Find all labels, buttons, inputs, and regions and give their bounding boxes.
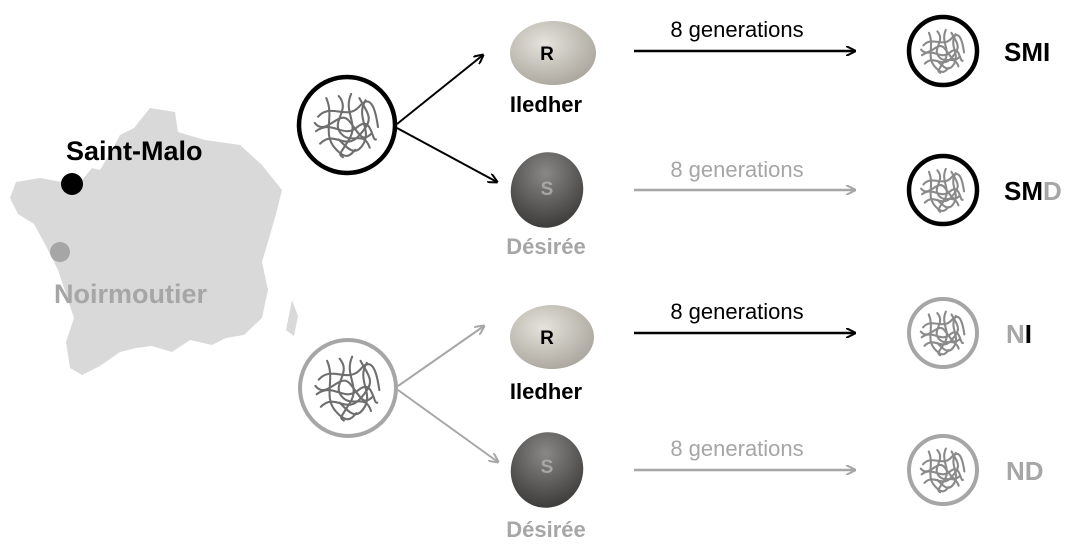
potato-s-name: Désirée — [506, 234, 586, 259]
nd-nematode-population — [907, 434, 979, 506]
potato-r-letter: R — [540, 328, 554, 349]
ni-nematode-population — [907, 297, 979, 369]
population-ring — [907, 434, 979, 506]
nematode-worm — [314, 379, 375, 402]
nematode-worm — [927, 31, 950, 73]
population-ring — [298, 338, 398, 438]
result-suffix: D — [1043, 176, 1062, 206]
branch-arrow-sm-iledher — [396, 55, 483, 125]
potato-desiree-2: S Désirée — [506, 432, 586, 542]
potato-s-name: Désirée — [506, 517, 586, 542]
nematode-worm — [935, 449, 960, 487]
nematode-worm — [313, 116, 373, 139]
nematode-worm — [325, 97, 357, 157]
noirmoutier-dot — [50, 242, 70, 262]
population-ring — [907, 297, 979, 369]
nematode-worm — [340, 355, 355, 422]
result-label-smi: SMI — [1004, 37, 1050, 67]
potato-r-shape — [510, 21, 596, 85]
potato-r-letter: R — [540, 44, 554, 65]
nematode-worm — [339, 92, 354, 159]
potato-r-shape — [510, 305, 594, 369]
france-outline — [10, 108, 282, 375]
nematode-worm — [336, 95, 371, 149]
nematode-worm — [936, 33, 957, 70]
nematode-worm — [919, 464, 962, 480]
nematode-worm — [935, 30, 960, 68]
potato-s-letter: S — [541, 457, 554, 478]
generation-arrow-ni: 8 generations — [634, 299, 855, 333]
result-suffix: D — [1025, 456, 1044, 486]
result-label-smd: SMD — [1004, 176, 1062, 206]
generation-label: 8 generations — [670, 299, 803, 324]
saint-malo-nematode-population — [296, 74, 398, 176]
result-prefix: N — [1006, 456, 1025, 486]
noirmoutier-label: Noirmoutier — [54, 279, 208, 309]
result-suffix: I — [1043, 37, 1050, 67]
result-label-ni: NI — [1006, 319, 1032, 349]
nematode-worm — [337, 99, 367, 152]
population-ring — [296, 74, 398, 176]
saint-malo-label: Saint-Malo — [66, 136, 203, 166]
branch-arrow-n-desiree — [397, 389, 498, 462]
nematode-worm — [936, 314, 958, 352]
result-label-nd: ND — [1006, 456, 1044, 486]
nematode-worm — [927, 450, 950, 493]
potato-s-shape — [510, 152, 584, 228]
result-prefix: SM — [1004, 176, 1043, 206]
smd-nematode-population — [906, 153, 980, 227]
generation-label: 8 generations — [670, 17, 803, 42]
nematode-worm — [338, 361, 369, 416]
france-map: Saint-Malo Noirmoutier — [10, 108, 298, 375]
nematode-worm — [920, 184, 961, 200]
result-suffix: I — [1025, 319, 1032, 349]
nematode-worm — [936, 172, 957, 209]
nematode-worm — [920, 45, 961, 61]
generation-arrow-smi: 8 generations — [634, 17, 855, 51]
potato-r-name: Iledher — [510, 92, 583, 117]
generation-arrow-smd: 8 generations — [634, 157, 855, 190]
generation-label: 8 generations — [670, 436, 803, 461]
nematode-worm — [919, 327, 962, 343]
nematode-worm — [935, 312, 960, 350]
population-ring — [906, 14, 980, 88]
nematode-worm — [935, 169, 960, 207]
potato-iledher-1: R Iledher — [510, 21, 596, 117]
potato-s-shape — [510, 432, 584, 508]
smi-nematode-population — [906, 14, 980, 88]
branch-arrow-n-iledher — [397, 326, 484, 387]
nematode-worm — [326, 359, 358, 421]
result-prefix: SM — [1004, 37, 1043, 67]
potato-r-name: Iledher — [510, 379, 583, 404]
generation-arrow-nd: 8 generations — [634, 436, 855, 470]
nematode-worm — [927, 313, 950, 356]
noirmoutier-nematode-population — [298, 338, 398, 438]
branch-arrow-sm-desiree — [396, 127, 497, 182]
potato-desiree-1: S Désirée — [506, 152, 586, 259]
potato-iledher-2: R Iledher — [510, 305, 594, 404]
potato-s-letter: S — [541, 179, 554, 200]
corsica-island — [286, 300, 298, 336]
population-ring — [906, 153, 980, 227]
saint-malo-dot — [61, 173, 83, 195]
nematode-worm — [927, 170, 950, 212]
nematode-worm — [337, 357, 373, 413]
result-prefix: N — [1006, 319, 1025, 349]
generation-label: 8 generations — [670, 157, 803, 182]
nematode-worm — [936, 451, 958, 489]
